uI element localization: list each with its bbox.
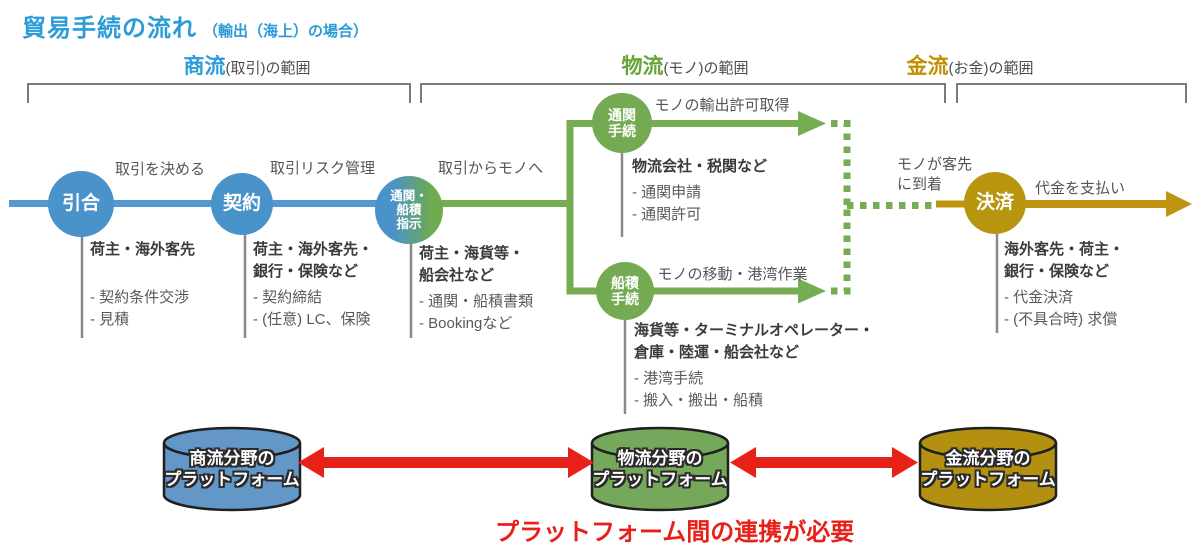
detail-shipping-items: - 港湾手続 - 搬入・搬出・船積	[634, 368, 874, 412]
dotted-joiner	[831, 120, 938, 295]
detail-instruction-item1: - 通関・船積書類	[419, 293, 534, 310]
edge-label-deal-to-goods: 取引からモノへ	[437, 160, 543, 177]
bracket-money	[956, 83, 1187, 103]
platform-trade-line2: プラットフォーム	[164, 470, 300, 489]
edge-label-arrival-line1: モノが客先	[897, 156, 973, 173]
node-customs-shipping-instruction: 通関・ 船積 指示	[375, 176, 443, 244]
node-customs-procedure: 通関 手続	[592, 93, 652, 153]
detail-inquiry-item1: - 契約条件交渉	[90, 289, 190, 306]
node-customs-line1: 通関	[608, 106, 636, 123]
dotted-from-customs	[831, 120, 851, 206]
money-arrowhead	[1166, 191, 1192, 217]
detail-contract: 荷主・海外客先・ 銀行・保険など - 契約締結 - (任意) LC、保険	[253, 239, 373, 331]
edge-label-goods-movement: モノの移動・港湾作業	[657, 266, 808, 283]
node-customs-label: 通関 手続	[608, 107, 636, 139]
platform-logistics-line1: 物流分野の	[617, 449, 703, 468]
platform-money-label: 金流分野の プラットフォーム	[893, 448, 1083, 490]
detail-shipping-header1: 海貨等・ターミナルオペレーター・	[634, 322, 875, 339]
detail-instruction: 荷主・海貨等・ 船会社など - 通関・船積書類 - Bookingなど	[419, 243, 533, 335]
detail-instruction-item2: - Bookingなど	[419, 315, 513, 332]
detail-shipping-header2: 倉庫・陸運・船会社など	[634, 344, 800, 361]
detail-settlement-header1: 海外客先・荷主・	[1004, 241, 1125, 258]
edge-label-payment: 代金を支払い	[1035, 180, 1126, 197]
node-instruction-line1: 通関・	[390, 189, 428, 203]
detail-shipping: 海貨等・ターミナルオペレーター・ 倉庫・陸運・船会社など - 港湾手続 - 搬入…	[634, 320, 874, 412]
section-trade-rest: (取引)の範囲	[225, 60, 311, 77]
node-shipping-label: 船積 手続	[611, 275, 639, 307]
detail-contract-item2: - (任意) LC、保険	[253, 311, 371, 328]
detail-inquiry-header: 荷主・海外客先	[90, 241, 196, 258]
node-inquiry-label: 引合	[61, 192, 100, 214]
link-arrow-logistics-money	[730, 447, 918, 478]
node-shipping-line2: 手続	[611, 291, 639, 307]
detail-settlement-item1: - 代金決済	[1004, 289, 1074, 306]
detail-contract-header2: 銀行・保険など	[253, 263, 359, 280]
detail-settlement-header2: 銀行・保険など	[1004, 263, 1110, 280]
detail-inquiry-item2: - 見積	[90, 311, 130, 328]
section-money-strong: 金流	[906, 55, 949, 78]
node-settlement: 決済	[964, 172, 1026, 234]
platform-trade-label: 商流分野の プラットフォーム	[137, 448, 327, 490]
node-inquiry: 引合	[48, 171, 114, 237]
detail-customs-item1: - 通関申請	[632, 184, 702, 201]
detail-contract-item1: - 契約締結	[253, 289, 323, 306]
platform-cooperation-note: プラットフォーム間の連携が必要	[495, 519, 855, 546]
platform-logistics-line2: プラットフォーム	[592, 470, 728, 489]
section-money-rest: (お金)の範囲	[948, 60, 1034, 77]
detail-shipping-item1: - 港湾手続	[634, 370, 704, 387]
node-instruction-line3: 指示	[396, 217, 422, 231]
node-contract: 契約	[211, 173, 273, 235]
edge-label-export-permit: モノの輸出許可取得	[654, 97, 790, 114]
platform-money-line2: プラットフォーム	[920, 470, 1056, 489]
node-settlement-label: 決済	[975, 191, 1014, 213]
edge-label-goods-arrival: モノが客先 に到着	[897, 155, 987, 195]
detail-customs-items: - 通関申請 - 通関許可	[632, 182, 767, 226]
section-logistics-rest: (モノ)の範囲	[663, 60, 749, 77]
section-header-trade: 商流(取引)の範囲	[117, 50, 377, 80]
section-header-money: 金流(お金)の範囲	[840, 50, 1100, 80]
detail-inquiry: 荷主・海外客先 - 契約条件交渉 - 見積	[90, 239, 195, 331]
node-instruction-label: 通関・ 船積 指示	[390, 189, 428, 231]
page-title: 貿易手続の流れ （輸出（海上）の場合）	[22, 8, 368, 43]
section-trade-strong: 商流	[183, 55, 226, 78]
edge-label-arrival-line2: に到着	[897, 176, 943, 193]
detail-customs-item2: - 通関許可	[632, 206, 702, 223]
edge-label-risk-management: 取引リスク管理	[269, 160, 375, 177]
detail-contract-items: - 契約締結 - (任意) LC、保険	[253, 287, 373, 331]
detail-settlement-item2: - (不具合時) 求償	[1004, 311, 1118, 328]
section-logistics-strong: 物流	[621, 55, 664, 78]
detail-settlement: 海外客先・荷主・ 銀行・保険など - 代金決済 - (不具合時) 求償	[1004, 239, 1124, 331]
page-title-main: 貿易手続の流れ	[22, 15, 197, 42]
detail-instruction-header1: 荷主・海貨等・	[419, 245, 525, 262]
detail-contract-header1: 荷主・海外客先・	[253, 241, 374, 258]
detail-inquiry-items: - 契約条件交渉 - 見積	[90, 287, 195, 331]
platform-logistics-label: 物流分野の プラットフォーム	[565, 448, 755, 490]
detail-instruction-items: - 通関・船積書類 - Bookingなど	[419, 291, 533, 335]
detail-customs: 物流会社・税関など - 通関申請 - 通関許可	[632, 156, 767, 226]
detail-shipping-item2: - 搬入・搬出・船積	[634, 392, 764, 409]
node-shipping-procedure: 船積 手続	[596, 262, 654, 320]
detail-instruction-header2: 船会社など	[419, 267, 495, 284]
dotted-from-shipping	[831, 205, 851, 295]
customs-arrowhead	[798, 111, 826, 136]
platform-money-line1: 金流分野の	[945, 449, 1031, 468]
section-header-logistics: 物流(モノ)の範囲	[555, 50, 815, 80]
link-arrow-trade-logistics	[298, 447, 594, 478]
node-instruction-line2: 船積	[396, 203, 422, 217]
platform-trade-line1: 商流分野の	[189, 449, 275, 468]
detail-settlement-items: - 代金決済 - (不具合時) 求償	[1004, 287, 1124, 331]
node-contract-label: 契約	[222, 192, 261, 214]
edge-label-decide-deal: 取引を決める	[114, 161, 205, 178]
page-title-sub: （輸出（海上）の場合）	[203, 23, 369, 40]
detail-customs-header: 物流会社・税関など	[632, 158, 768, 175]
node-shipping-line1: 船積	[611, 274, 639, 291]
node-customs-line2: 手続	[608, 123, 636, 139]
bracket-trade	[27, 83, 411, 103]
